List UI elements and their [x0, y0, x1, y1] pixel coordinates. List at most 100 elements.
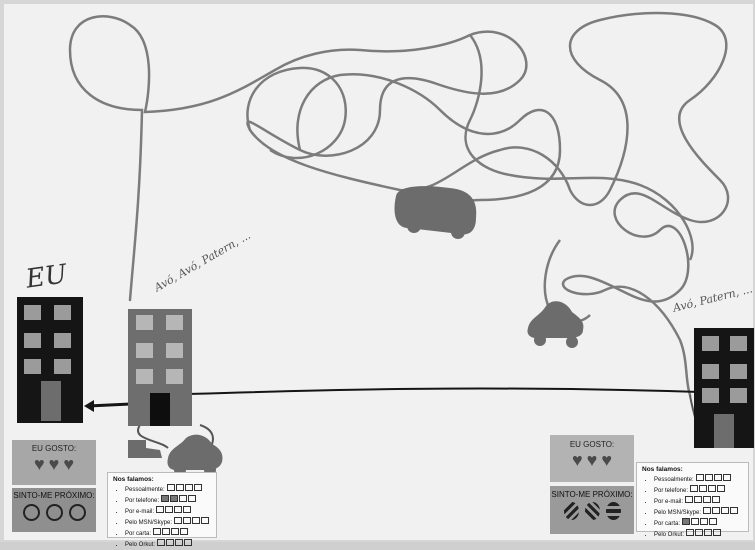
- rating-box: [708, 485, 716, 492]
- circle-icon: [46, 504, 63, 521]
- arrow-head: [84, 400, 94, 412]
- heart-icon: ♥: [601, 451, 612, 469]
- rating-boxes: [161, 495, 197, 506]
- rating-box: [170, 495, 178, 502]
- rating-boxes: [157, 539, 193, 550]
- list-item: Pelo MSN/Skype:: [654, 507, 743, 518]
- list-item: Pelo Orkut:: [125, 539, 211, 550]
- heart-icon: ♥: [572, 451, 583, 469]
- rating-box: [174, 506, 182, 513]
- rating-box: [166, 539, 174, 546]
- rating-box: [717, 485, 725, 492]
- window: [730, 388, 747, 403]
- list-item: Pelo Orkut:: [654, 529, 743, 540]
- rating-box: [192, 517, 200, 524]
- list-item: Pelo MSN/Skype:: [125, 517, 211, 528]
- rating-box: [183, 517, 191, 524]
- rating-boxes: [703, 507, 739, 518]
- rating-boxes: [690, 485, 726, 496]
- list-item: Por carta:: [654, 518, 743, 529]
- rating-box: [712, 507, 720, 514]
- hearts-row: ♥♥♥: [12, 455, 96, 475]
- rating-box: [730, 507, 738, 514]
- building-middle: [128, 309, 192, 426]
- window: [730, 364, 747, 379]
- contact-items: Pessoalmente: Por telefone: Por e-mail: …: [642, 474, 743, 540]
- list-heading: Nos falamos:: [113, 476, 211, 483]
- list-item: Por e-mail:: [654, 496, 743, 507]
- list-heading: Nos falamos:: [642, 466, 743, 473]
- rating-box: [176, 484, 184, 491]
- building-right: [694, 328, 754, 448]
- rating-box: [185, 484, 193, 491]
- rating-box: [171, 528, 179, 535]
- car-cutout-right: [527, 301, 583, 348]
- door: [41, 381, 61, 421]
- eggs-row: [550, 502, 634, 525]
- card-feel-close-right: SINTO-ME PRÓXIMO:: [550, 486, 634, 534]
- rating-boxes: [174, 517, 210, 528]
- car-cutout-bottom: [167, 435, 222, 476]
- heart-icon: ♥: [49, 455, 60, 473]
- rating-box: [174, 517, 182, 524]
- rating-box: [691, 518, 699, 525]
- contact-items: Pessoalmente: Por telefone: Por e-mail: …: [113, 484, 211, 550]
- rating-box: [165, 506, 173, 513]
- heart-icon: ♥: [587, 451, 598, 469]
- bus-cutout: [395, 186, 477, 239]
- rating-box: [703, 507, 711, 514]
- rating-box: [162, 528, 170, 535]
- rating-box: [705, 474, 713, 481]
- rating-box: [183, 506, 191, 513]
- window: [54, 359, 71, 374]
- window: [54, 305, 71, 320]
- window: [166, 315, 183, 330]
- list-item: Por carta:: [125, 528, 211, 539]
- card-title: SINTO-ME PRÓXIMO:: [12, 491, 96, 500]
- rating-box: [721, 507, 729, 514]
- contact-list-right: Nos falamos: Pessoalmente: Por telefone:…: [636, 462, 749, 532]
- rating-box: [723, 474, 731, 481]
- circle-icon: [69, 504, 86, 521]
- list-item: Pessoalmente:: [654, 474, 743, 485]
- striped-egg-icon: [606, 502, 621, 520]
- rating-box: [696, 474, 704, 481]
- loop-line-4: [466, 35, 693, 260]
- card-title: SINTO-ME PRÓXIMO:: [550, 490, 634, 499]
- window: [166, 343, 183, 358]
- rating-box: [695, 529, 703, 536]
- window: [730, 336, 747, 351]
- rating-box: [188, 495, 196, 502]
- rating-box: [703, 496, 711, 503]
- window: [702, 336, 719, 351]
- door: [714, 414, 734, 448]
- connection-line: [190, 388, 700, 394]
- window: [24, 359, 41, 374]
- heart-icon: ♥: [34, 455, 45, 473]
- rating-boxes: [696, 474, 732, 485]
- window: [136, 343, 153, 358]
- rating-boxes: [686, 529, 722, 540]
- rating-box: [184, 539, 192, 546]
- rating-box: [157, 539, 165, 546]
- rating-boxes: [153, 528, 189, 539]
- rating-box: [175, 539, 183, 546]
- building-eu: [17, 297, 83, 423]
- rating-box: [167, 484, 175, 491]
- contact-list-left: Nos falamos: Pessoalmente: Por telefone:…: [107, 472, 217, 538]
- circles-row: [12, 504, 96, 526]
- window: [166, 369, 183, 384]
- door: [150, 393, 170, 426]
- list-item: Por e-mail:: [125, 506, 211, 517]
- rating-box: [704, 529, 712, 536]
- striped-egg-icon: [585, 502, 600, 520]
- rating-box: [179, 495, 187, 502]
- rating-box: [156, 506, 164, 513]
- rating-box: [713, 529, 721, 536]
- card-feel-close-left: SINTO-ME PRÓXIMO:: [12, 488, 96, 532]
- list-item: Por telefone:: [654, 485, 743, 496]
- window: [702, 364, 719, 379]
- rating-box: [682, 518, 690, 525]
- window: [24, 305, 41, 320]
